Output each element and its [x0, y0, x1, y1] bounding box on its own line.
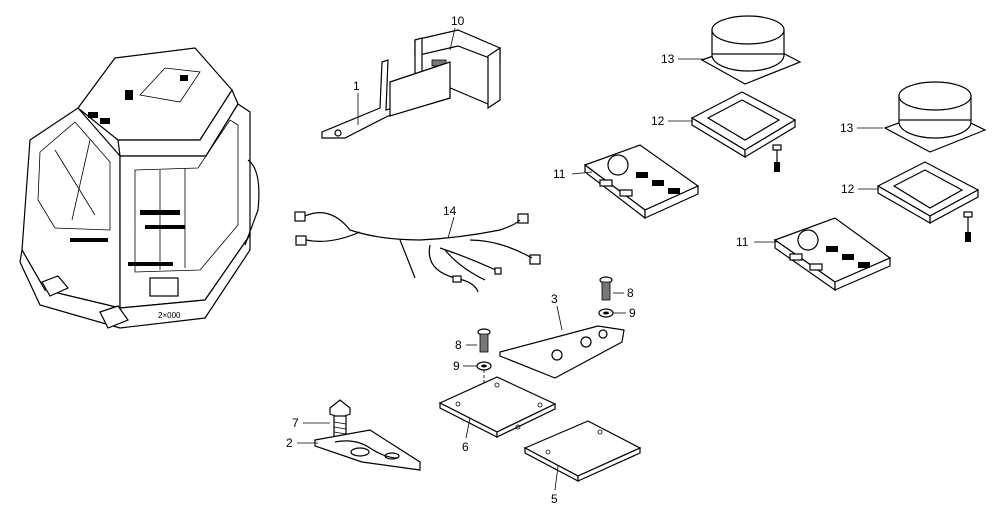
callout-9-lower: 9 — [453, 359, 460, 373]
plate-3-drawing — [499, 325, 625, 379]
callout-5: 5 — [551, 492, 558, 506]
callout-11-right: 11 — [736, 235, 749, 249]
callout-8-lower: 8 — [455, 338, 462, 352]
mount-bracket-drawing — [321, 59, 451, 139]
screw-washer-upper-drawing — [598, 276, 614, 318]
callout-labels: 1 10 14 11 12 13 13 12 11 3 8 9 8 9 6 5 … — [286, 14, 855, 506]
leader-lines — [297, 27, 883, 491]
callout-6: 6 — [462, 440, 469, 454]
callout-14: 14 — [443, 204, 457, 218]
callout-12-right: 12 — [841, 182, 855, 196]
callout-13-right: 13 — [840, 121, 854, 135]
control-panel-right-drawing — [773, 217, 892, 292]
callout-10: 10 — [451, 14, 465, 28]
callout-11-left: 11 — [553, 167, 566, 181]
callout-9-upper: 9 — [629, 306, 636, 320]
speaker-frame-right-drawing — [876, 161, 980, 242]
speaker-right-drawing — [883, 81, 987, 153]
callout-1: 1 — [353, 79, 360, 93]
callout-12-left: 12 — [651, 114, 665, 128]
svg-text:2×000: 2×000 — [158, 311, 181, 320]
callout-3: 3 — [551, 292, 558, 306]
bolt-drawing — [329, 399, 351, 439]
control-panel-left-drawing — [583, 144, 700, 220]
callout-13-left: 13 — [661, 52, 675, 66]
speaker-left-drawing — [700, 15, 802, 85]
plate-5-drawing — [523, 420, 642, 482]
callout-7: 7 — [292, 416, 299, 430]
plate-6-drawing — [438, 376, 557, 438]
callout-2: 2 — [286, 436, 293, 450]
plate-2-drawing — [314, 429, 421, 471]
wire-harness-drawing — [294, 211, 541, 293]
callout-8-upper: 8 — [627, 286, 634, 300]
cab-drawing: 2×000 — [19, 47, 260, 329]
speaker-frame-left-drawing — [690, 91, 797, 172]
